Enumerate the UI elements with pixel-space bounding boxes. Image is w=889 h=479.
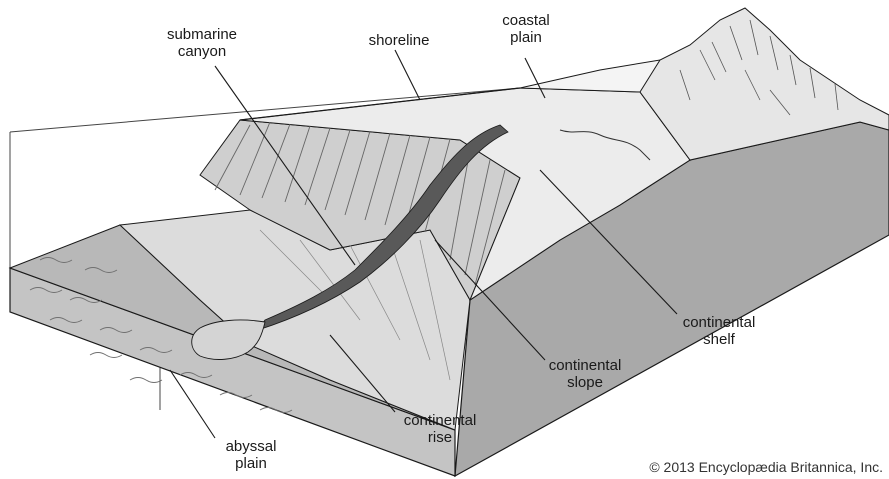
label-continental-shelf: continental shelf (664, 314, 774, 348)
label-continental-rise: continental rise (385, 412, 495, 446)
label-continental-rise-line1: continental (385, 412, 495, 429)
label-submarine-canyon: submarine canyon (142, 26, 262, 60)
leader-shoreline (395, 50, 420, 100)
label-coastal-plain: coastal plain (486, 12, 566, 46)
label-coastal-plain-line2: plain (486, 29, 566, 46)
copyright-credit: © 2013 Encyclopædia Britannica, Inc. (649, 459, 883, 475)
label-coastal-plain-line1: coastal (486, 12, 566, 29)
label-shoreline: shoreline (354, 32, 444, 49)
label-continental-shelf-line1: continental (664, 314, 774, 331)
label-abyssal-plain-line2: plain (206, 455, 296, 472)
label-continental-slope-line2: slope (530, 374, 640, 391)
label-shoreline-line1: shoreline (354, 32, 444, 49)
label-abyssal-plain-line1: abyssal (206, 438, 296, 455)
label-submarine-canyon-line1: submarine (142, 26, 262, 43)
label-submarine-canyon-line2: canyon (142, 43, 262, 60)
label-continental-slope: continental slope (530, 357, 640, 391)
label-abyssal-plain: abyssal plain (206, 438, 296, 472)
label-continental-slope-line1: continental (530, 357, 640, 374)
label-continental-shelf-line2: shelf (664, 331, 774, 348)
label-continental-rise-line2: rise (385, 429, 495, 446)
